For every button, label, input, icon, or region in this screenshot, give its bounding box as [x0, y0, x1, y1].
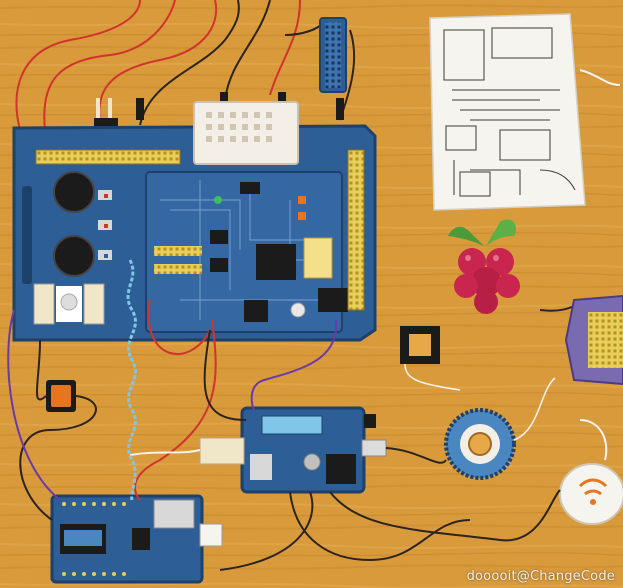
orange-button-module: [46, 380, 76, 412]
middle-blue-board: [199, 406, 387, 494]
coiled-cable: [126, 259, 137, 501]
round-sensor: [444, 377, 556, 480]
right-purple-module: [539, 294, 623, 386]
schematic-sheet: [429, 13, 621, 211]
white-device: [559, 419, 623, 525]
bottom-left-board: [50, 494, 223, 584]
watermark-text: dooooit@ChangeCode: [466, 569, 615, 584]
raspberry-logo: [448, 219, 520, 314]
main-blue-board: [12, 101, 377, 342]
square-socket: [400, 326, 461, 391]
top-connectors: [94, 92, 344, 128]
connecting-wires: [7, 299, 561, 571]
blue-pin-header-top: [319, 17, 347, 93]
